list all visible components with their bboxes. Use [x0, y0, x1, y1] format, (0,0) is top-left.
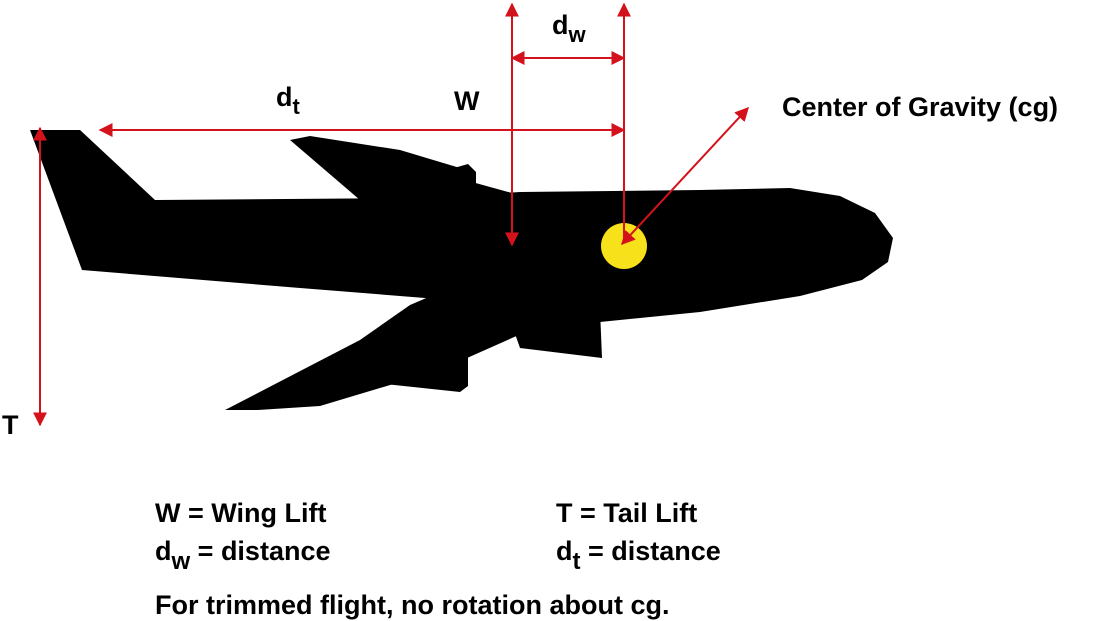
- dt-label: dt: [276, 82, 301, 119]
- legend-wing-lift: W = Wing Lift: [155, 498, 326, 528]
- airplane-silhouette: [30, 130, 893, 410]
- legend-dw-distance: dw = distance: [155, 536, 331, 575]
- fuselage-shape: [30, 130, 893, 322]
- dw-label: dw: [552, 10, 587, 47]
- lower-wing-shape: [225, 290, 530, 410]
- legend: W = Wing Lift T = Tail Lift dw = distanc…: [155, 498, 721, 620]
- legend-dt-distance: dt = distance: [556, 536, 721, 575]
- cg-label: Center of Gravity (cg): [782, 92, 1058, 122]
- tail-lift-label: T: [2, 410, 19, 440]
- wing-lift-label: W: [454, 86, 480, 116]
- wing-root-fairing-shape: [505, 305, 602, 358]
- legend-tail-lift: T = Tail Lift: [556, 498, 697, 528]
- legend-note: For trimmed flight, no rotation about cg…: [155, 590, 669, 620]
- upper-engine-shape: [440, 164, 476, 200]
- cg-pointer-arrow: [621, 106, 749, 246]
- lower-engine-shape: [380, 330, 468, 392]
- force-arrows: [33, 2, 749, 427]
- upper-wing-shape: [290, 136, 530, 200]
